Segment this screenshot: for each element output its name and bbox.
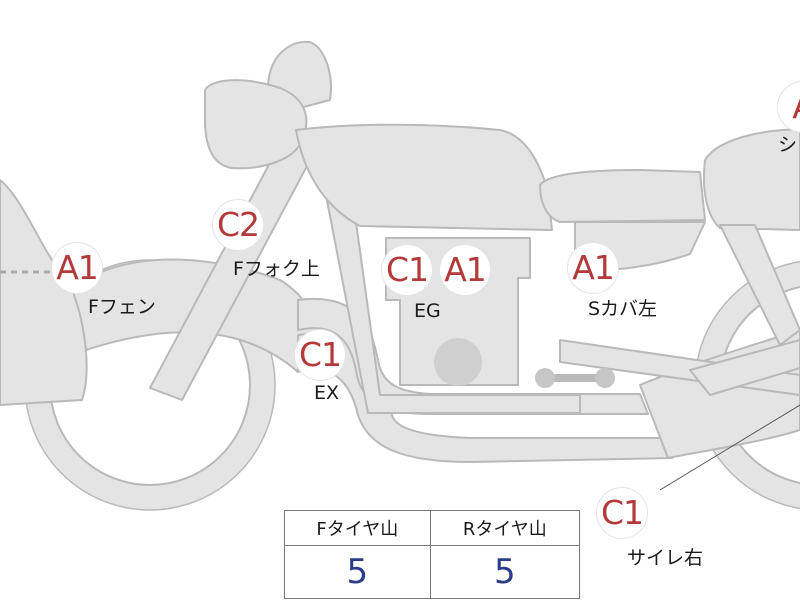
fuel-tank: [295, 123, 553, 231]
grade-badge-silencer: C1: [597, 488, 647, 538]
grade-badge-exhaust: C1: [295, 330, 345, 380]
label-front-fork-upper: Fフォク上: [233, 258, 320, 280]
engine-cover: [434, 338, 482, 386]
front-tire-value: 5: [284, 545, 431, 599]
foot-peg-end: [535, 368, 555, 388]
grade-badge-front-fork: C2: [213, 200, 263, 250]
tire-tread-table: Fタイヤ山 Rタイヤ山 5 5: [284, 510, 581, 599]
tire-table-value-row: 5 5: [284, 545, 581, 599]
rear-shock: [719, 224, 800, 346]
label-engine: EG: [414, 300, 441, 322]
label-silencer-right: サイレ右: [627, 547, 704, 569]
tire-table-header-row: Fタイヤ山 Rタイヤ山: [284, 510, 581, 546]
front-tire-header: Fタイヤ山: [284, 510, 431, 546]
rear-tire-value: 5: [429, 545, 581, 599]
leader-line: [659, 404, 800, 491]
handlebar-pad: [204, 79, 308, 170]
label-side-cover-left: Sカバ左: [588, 298, 658, 320]
rear-tire-header: Rタイヤ山: [429, 510, 581, 546]
tail-cowl: [702, 128, 800, 231]
swingarm: [689, 339, 800, 396]
grade-badge-front-fender: A1: [52, 243, 102, 293]
seat: [539, 169, 706, 223]
grade-badge-rear-top: A: [778, 82, 800, 132]
grade-badge-side-cover: A1: [568, 243, 618, 293]
label-front-fender: Fフェン: [88, 296, 156, 318]
grade-badge-engine-c: C1: [382, 245, 432, 295]
foot-peg-end-2: [595, 368, 615, 388]
grade-badge-engine-a: A1: [440, 245, 490, 295]
label-rear-top: シ: [778, 134, 798, 156]
label-exhaust: EX: [314, 382, 340, 404]
